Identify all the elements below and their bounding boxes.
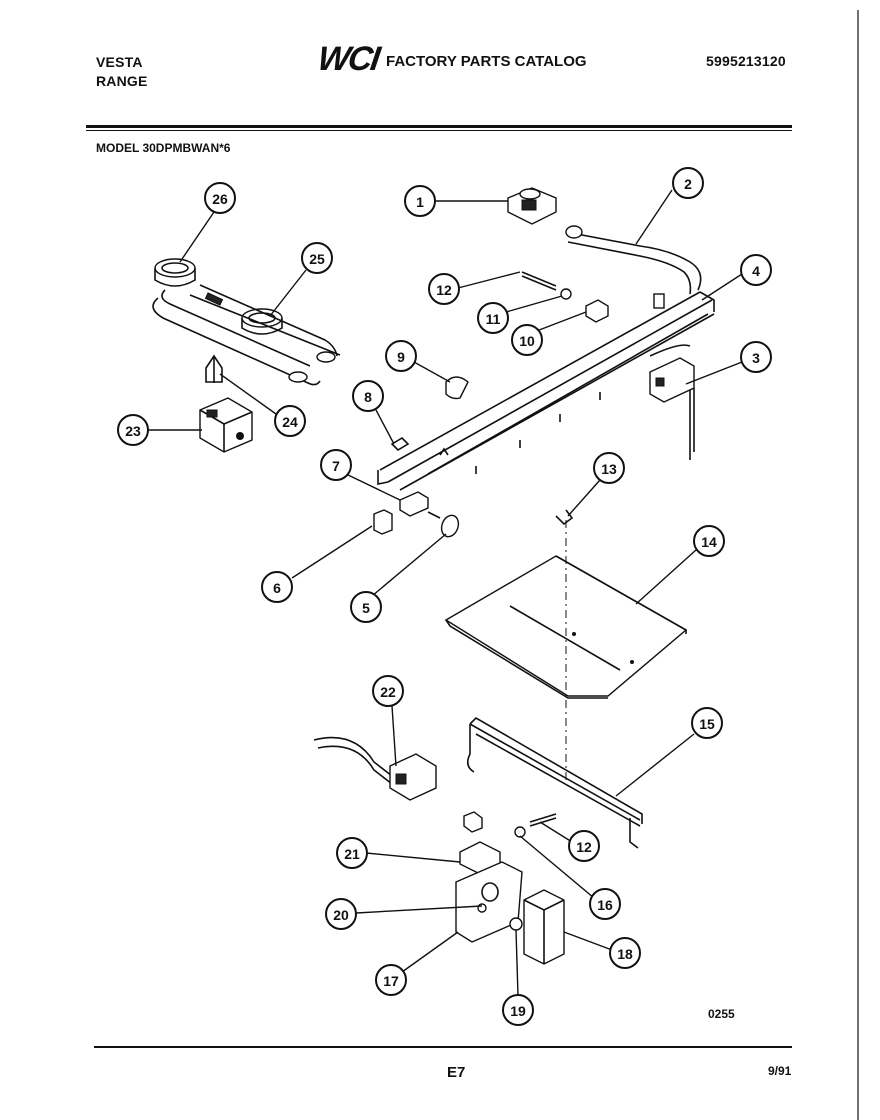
callout-13: 13 bbox=[593, 452, 625, 484]
valve-knob-parts bbox=[373, 436, 460, 538]
callout-number: 3 bbox=[752, 350, 760, 366]
callout-number: 21 bbox=[344, 846, 360, 862]
callout-number: 25 bbox=[309, 251, 325, 267]
callout-23: 23 bbox=[117, 414, 149, 446]
callout-number: 12 bbox=[576, 839, 592, 855]
callout-number: 24 bbox=[282, 414, 298, 430]
front-rail bbox=[466, 716, 643, 849]
leader-lines bbox=[148, 189, 743, 997]
callout-24: 24 bbox=[274, 405, 306, 437]
footer-rule bbox=[94, 1046, 792, 1048]
callout-15: 15 bbox=[691, 707, 723, 739]
callout-6: 6 bbox=[261, 571, 293, 603]
model-label: MODEL 30DPMBWAN*6 bbox=[96, 141, 231, 155]
callout-10: 10 bbox=[511, 324, 543, 356]
callout-number: 1 bbox=[416, 194, 424, 210]
callout-number: 20 bbox=[333, 907, 349, 923]
callout-7: 7 bbox=[320, 449, 352, 481]
burner-cap-piece bbox=[445, 376, 469, 400]
mounting-clip bbox=[555, 509, 574, 526]
callout-number: 6 bbox=[273, 580, 281, 596]
gas-valve-and-manifold bbox=[507, 187, 702, 295]
brand-label: VESTA bbox=[96, 54, 143, 70]
callout-number: 23 bbox=[125, 423, 141, 439]
callout-number: 18 bbox=[617, 946, 633, 962]
callout-18: 18 bbox=[609, 937, 641, 969]
callout-20: 20 bbox=[325, 898, 357, 930]
header-rule-thin bbox=[86, 130, 792, 131]
callout-number: 14 bbox=[701, 534, 717, 550]
catalog-title: FACTORY PARTS CATALOG bbox=[386, 53, 587, 70]
callout-number: 19 bbox=[510, 1003, 526, 1019]
callout-14: 14 bbox=[693, 525, 725, 557]
callout-number: 4 bbox=[752, 263, 760, 279]
callout-26: 26 bbox=[204, 182, 236, 214]
callout-16: 16 bbox=[589, 888, 621, 920]
callout-17: 17 bbox=[375, 964, 407, 996]
burner-assembly-left bbox=[152, 258, 341, 386]
callout-number: 16 bbox=[597, 897, 613, 913]
callout-25: 25 bbox=[301, 242, 333, 274]
header-rule-thick bbox=[86, 125, 792, 128]
spark-module-assembly bbox=[455, 811, 565, 965]
callout-11: 11 bbox=[477, 302, 509, 334]
callout-number: 5 bbox=[362, 600, 370, 616]
callout-number: 15 bbox=[699, 716, 715, 732]
page-code: E7 bbox=[447, 1064, 466, 1081]
callout-number: 17 bbox=[383, 973, 399, 989]
callout-19: 19 bbox=[502, 994, 534, 1026]
callout-number: 7 bbox=[332, 458, 340, 474]
burner-bracket-parts bbox=[199, 354, 253, 453]
callout-21: 21 bbox=[336, 837, 368, 869]
callout-number: 8 bbox=[364, 389, 372, 405]
callout-number: 2 bbox=[684, 176, 692, 192]
callout-12: 12 bbox=[568, 830, 600, 862]
orifice-parts bbox=[521, 271, 609, 323]
callout-1: 1 bbox=[404, 185, 436, 217]
callout-number: 22 bbox=[380, 684, 396, 700]
callout-4: 4 bbox=[740, 254, 772, 286]
burner-shield bbox=[444, 555, 688, 699]
catalog-number: 5995213120 bbox=[706, 53, 786, 69]
drawing-number: 0255 bbox=[708, 1007, 735, 1021]
callout-number: 13 bbox=[601, 461, 617, 477]
callout-number: 26 bbox=[212, 191, 228, 207]
ignition-switch bbox=[649, 357, 695, 460]
product-label: RANGE bbox=[96, 73, 148, 89]
callout-9: 9 bbox=[385, 340, 417, 372]
callout-22: 22 bbox=[372, 675, 404, 707]
manifold-rail bbox=[377, 291, 715, 491]
callout-number: 9 bbox=[397, 349, 405, 365]
callout-8: 8 bbox=[352, 380, 384, 412]
callout-2: 2 bbox=[672, 167, 704, 199]
callout-12: 12 bbox=[428, 273, 460, 305]
callout-number: 11 bbox=[486, 311, 501, 327]
callout-number: 12 bbox=[436, 282, 452, 298]
callout-3: 3 bbox=[740, 341, 772, 373]
callout-number: 10 bbox=[519, 333, 535, 349]
callout-5: 5 bbox=[350, 591, 382, 623]
revision-date: 9/91 bbox=[768, 1064, 792, 1078]
connector-cable bbox=[313, 736, 437, 801]
